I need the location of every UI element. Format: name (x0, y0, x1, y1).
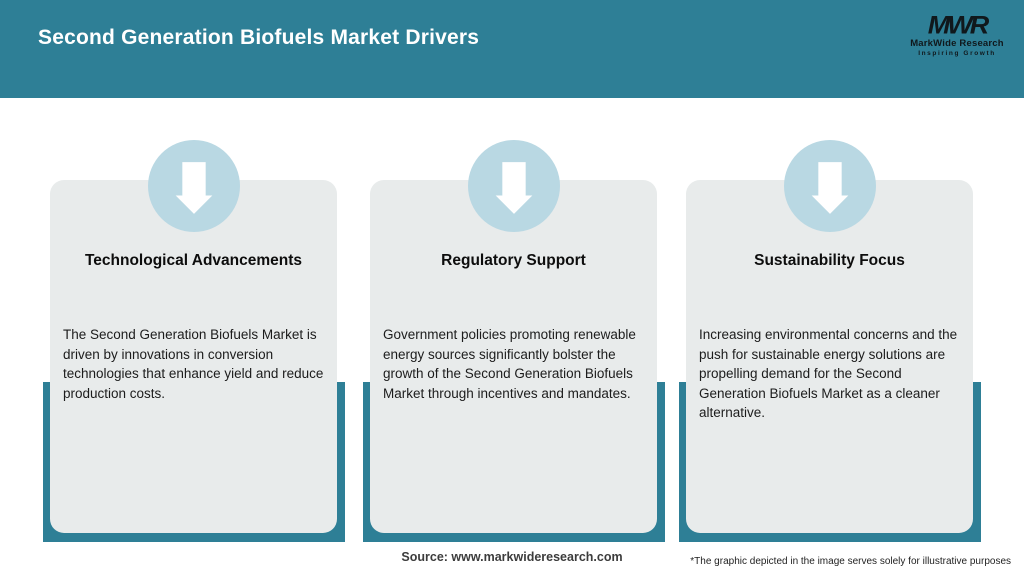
driver-card-regulatory-support: Regulatory Support Government policies p… (363, 140, 665, 543)
header-bar: Second Generation Biofuels Market Driver… (0, 0, 1024, 98)
card-description: Increasing environmental concerns and th… (699, 327, 958, 420)
card-body: Regulatory Support Government policies p… (370, 180, 657, 533)
driver-card-sustainability-focus: Sustainability Focus Increasing environm… (679, 140, 981, 543)
page-title: Second Generation Biofuels Market Driver… (38, 26, 480, 49)
logo-acronym: MWR (927, 11, 989, 39)
markwide-research-logo: MWR MarkWide Research Inspiring Growth (902, 12, 1012, 58)
card-description: The Second Generation Biofuels Market is… (63, 327, 324, 401)
card-body: Technological Advancements The Second Ge… (50, 180, 337, 533)
card-description: Government policies promoting renewable … (383, 327, 636, 401)
card-title: Regulatory Support (441, 252, 586, 269)
driver-card-technological-advancements: Technological Advancements The Second Ge… (43, 140, 345, 543)
down-arrow-icon (148, 140, 240, 232)
source-text: Source: www.markwideresearch.com (401, 550, 623, 564)
logo-name: MarkWide Research (910, 38, 1004, 49)
logo-tagline: Inspiring Growth (918, 50, 996, 57)
disclaimer-text: *The graphic depicted in the image serve… (690, 556, 1011, 567)
card-title: Sustainability Focus (754, 252, 905, 269)
card-title: Technological Advancements (84, 252, 303, 269)
down-arrow-icon (468, 140, 560, 232)
card-body: Sustainability Focus Increasing environm… (686, 180, 973, 533)
down-arrow-icon (784, 140, 876, 232)
